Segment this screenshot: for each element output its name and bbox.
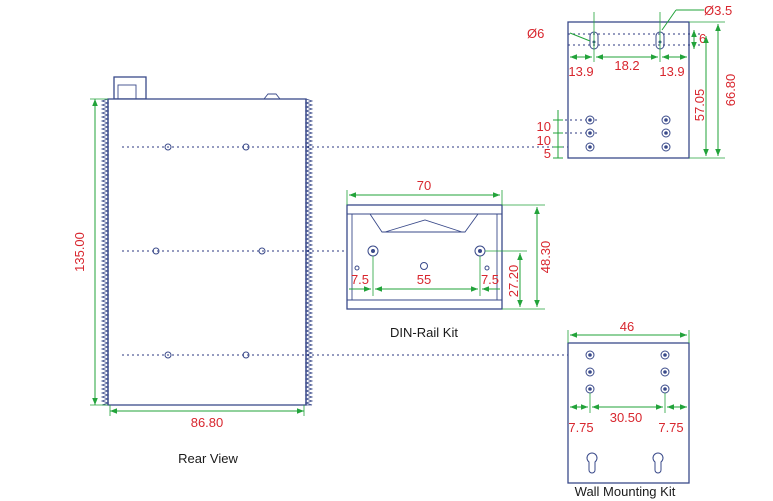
wall-top-center-label: 18.2 bbox=[614, 58, 639, 73]
din-rail-kit-caption: DIN-Rail Kit bbox=[390, 325, 458, 340]
diameter3-5-leader bbox=[661, 9, 677, 31]
rear-view: 135.00 86.80 Rear View bbox=[72, 76, 314, 466]
wall-left-offset-label: 7.75 bbox=[568, 420, 593, 435]
wall-mounting-kit: 46 7.75 30.50 7.75 Wall Mounting Kit bbox=[567, 319, 690, 499]
wall-top-spacing-1-label: 10 bbox=[537, 119, 551, 134]
wall-top-height-label: 66.80 bbox=[723, 74, 738, 107]
wall-mounting-kit-caption: Wall Mounting Kit bbox=[575, 484, 676, 499]
din-left-offset-label: 7.5 bbox=[351, 272, 369, 287]
din-clip bbox=[369, 213, 479, 233]
din-hole-spacing-label: 55 bbox=[417, 272, 431, 287]
din-center-hole bbox=[420, 262, 428, 270]
wall-top-right-offset-label: 13.9 bbox=[659, 64, 684, 79]
din-hole-height-label: 27.20 bbox=[506, 265, 521, 298]
rear-top-screw bbox=[263, 93, 281, 100]
wall-top-spacing-3-label: 5 bbox=[544, 146, 551, 161]
wall-kit-top-view: Ø6 Ø3.5 6 13.9 18.2 13.9 66.80 57.05 10 … bbox=[527, 3, 738, 161]
din-right-offset-label: 7.5 bbox=[481, 272, 499, 287]
slot-label: 6 bbox=[699, 31, 706, 46]
din-height-label: 48.30 bbox=[538, 241, 553, 274]
wall-top-spacing-2-label: 10 bbox=[537, 133, 551, 148]
diameter3-5-label: Ø3.5 bbox=[704, 3, 732, 18]
rear-left-fin bbox=[100, 98, 110, 406]
din-rail-kit: 70 55 7.5 7.5 48.30 27.20 DIN-Rail Kit bbox=[346, 178, 553, 340]
wall-center-label: 30.50 bbox=[610, 410, 643, 425]
diameter6-label: Ø6 bbox=[527, 26, 544, 41]
rear-height-label: 135.00 bbox=[72, 232, 87, 272]
diameter6-leader bbox=[569, 32, 591, 42]
wall-top-left-offset-label: 13.9 bbox=[568, 64, 593, 79]
din-small-hole bbox=[484, 265, 490, 271]
wall-top-hole-height-label: 57.05 bbox=[692, 89, 707, 122]
rear-view-caption: Rear View bbox=[178, 451, 238, 466]
rear-right-fin bbox=[304, 98, 314, 406]
rear-top-connector bbox=[113, 76, 147, 100]
rear-width-label: 86.80 bbox=[191, 415, 224, 430]
wall-right-offset-label: 7.75 bbox=[658, 420, 683, 435]
wall-top-plate bbox=[567, 21, 690, 159]
rear-body bbox=[107, 98, 307, 406]
din-small-hole bbox=[354, 265, 360, 271]
din-width-label: 70 bbox=[417, 178, 431, 193]
keyhole-slot bbox=[652, 452, 664, 474]
wall-width-label: 46 bbox=[620, 319, 634, 334]
rear-top-connector-inner bbox=[117, 84, 137, 100]
keyhole-slot bbox=[586, 452, 598, 474]
